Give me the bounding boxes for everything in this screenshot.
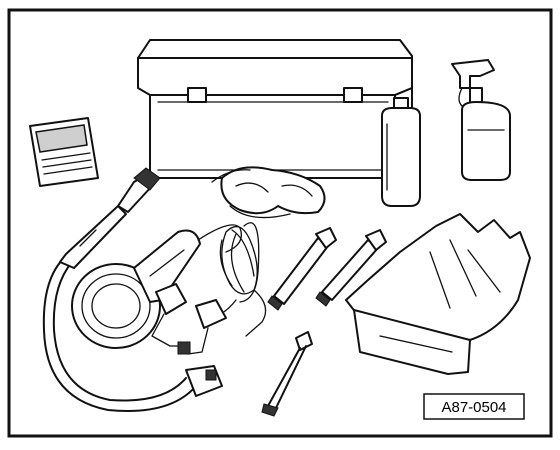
dye-injector-1 xyxy=(267,227,337,311)
service-hose xyxy=(42,257,223,412)
figure-reference-box: A87-0504 xyxy=(423,393,525,420)
storage-case xyxy=(137,39,413,179)
figure-reference-code: A87-0504 xyxy=(441,399,506,416)
spray-bottle xyxy=(451,59,511,181)
product-label-card xyxy=(29,117,99,187)
oil-bottle xyxy=(381,97,421,207)
pressure-tube xyxy=(59,167,161,269)
safety-goggles xyxy=(211,166,326,219)
uv-detector-lamp xyxy=(71,224,243,349)
valve-adapter xyxy=(261,331,313,417)
dye-injector-2 xyxy=(315,229,387,307)
protective-glove xyxy=(345,213,531,375)
battery-clips xyxy=(151,283,227,355)
